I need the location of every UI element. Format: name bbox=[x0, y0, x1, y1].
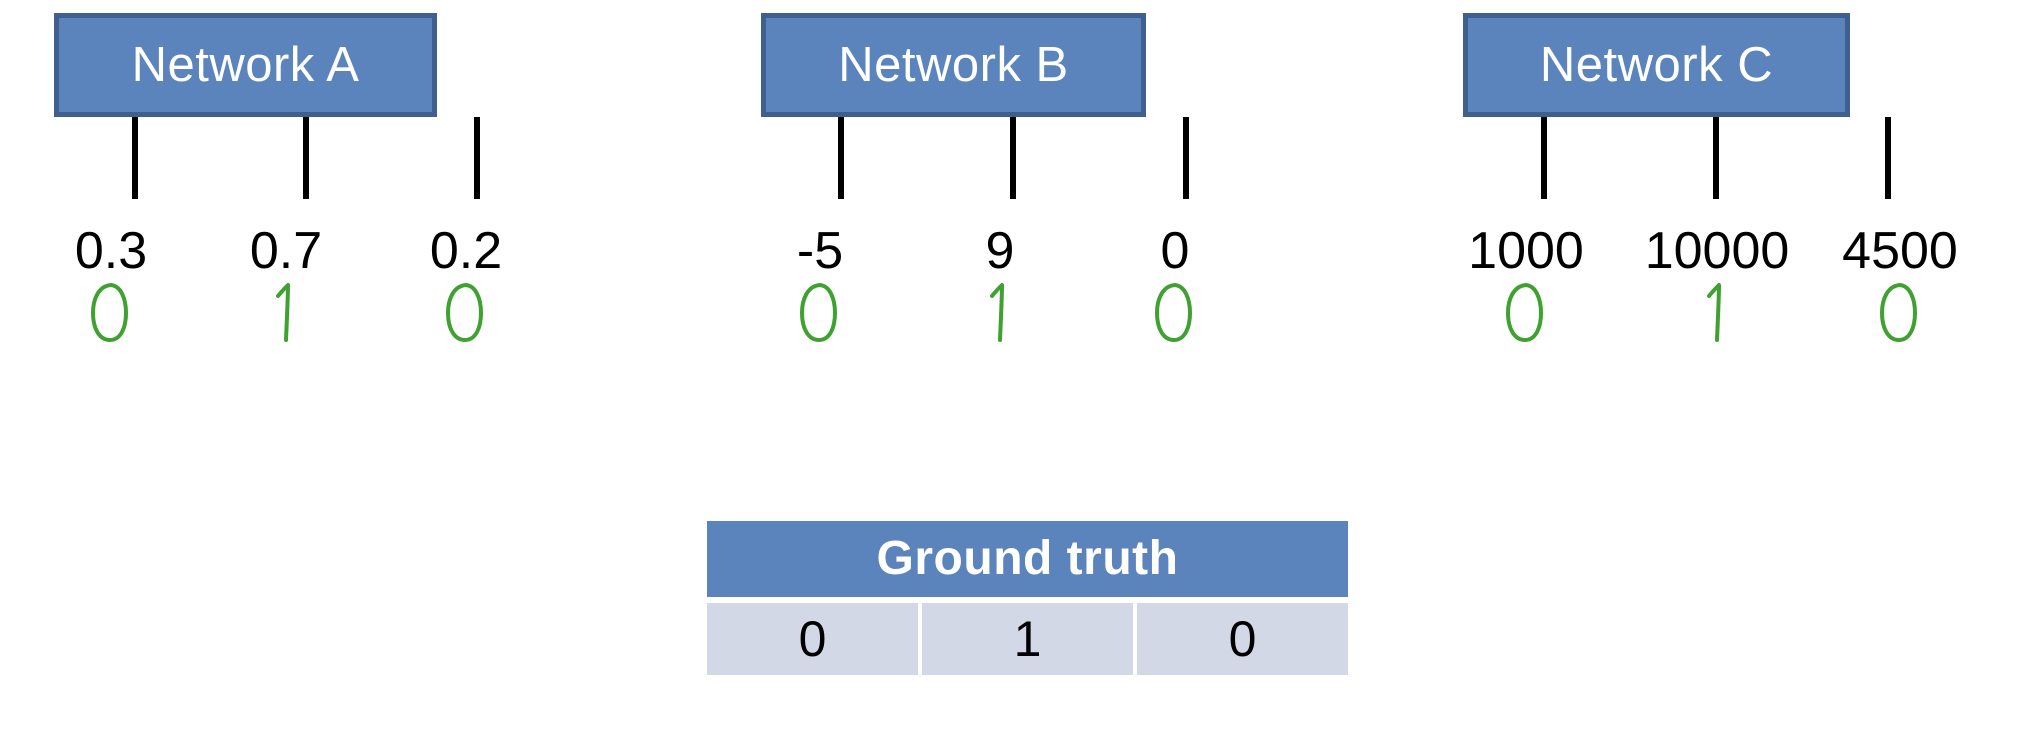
ground-truth-cell-2[interactable]: 1 bbox=[922, 603, 1133, 675]
ground-truth-table: Ground truth 0 1 0 bbox=[707, 521, 1348, 712]
output-a-3: 0.2 bbox=[429, 222, 503, 280]
ground-truth-header: Ground truth bbox=[707, 521, 1348, 597]
output-c-2: 10000 bbox=[1644, 222, 1790, 280]
connector-c-1 bbox=[1541, 117, 1547, 199]
annotation-c-1 bbox=[1496, 282, 1556, 344]
output-b-2: 9 bbox=[985, 222, 1015, 280]
connector-b-3 bbox=[1183, 117, 1189, 199]
cell-divider bbox=[918, 603, 922, 675]
annotation-c-3 bbox=[1870, 282, 1930, 344]
connector-a-3 bbox=[474, 117, 480, 199]
annotation-b-2 bbox=[970, 282, 1030, 344]
network-box-a-label: Network A bbox=[131, 37, 360, 92]
ground-truth-title: Ground truth bbox=[876, 532, 1179, 585]
ground-truth-cell-3[interactable]: 0 bbox=[1137, 603, 1348, 675]
output-c-1: 1000 bbox=[1468, 222, 1584, 280]
output-b-3: 0 bbox=[1160, 222, 1190, 280]
output-b-1: -5 bbox=[796, 222, 844, 280]
output-c-3: 4500 bbox=[1842, 222, 1958, 280]
network-box-a[interactable]: Network A bbox=[54, 13, 437, 117]
connector-c-2 bbox=[1713, 117, 1719, 199]
annotation-a-3 bbox=[436, 282, 496, 344]
network-box-c-label: Network C bbox=[1539, 37, 1774, 92]
network-box-b[interactable]: Network B bbox=[761, 13, 1146, 117]
annotation-c-2 bbox=[1687, 282, 1747, 344]
annotation-b-3 bbox=[1145, 282, 1205, 344]
output-a-2: 0.7 bbox=[249, 222, 323, 280]
annotation-a-2 bbox=[256, 282, 316, 344]
connector-b-2 bbox=[1010, 117, 1016, 199]
connector-a-2 bbox=[303, 117, 309, 199]
connector-a-1 bbox=[132, 117, 138, 199]
annotation-a-1 bbox=[81, 282, 141, 344]
network-box-c[interactable]: Network C bbox=[1463, 13, 1850, 117]
network-box-b-label: Network B bbox=[838, 37, 1069, 92]
annotation-b-1 bbox=[790, 282, 850, 344]
connector-b-1 bbox=[838, 117, 844, 199]
connector-c-3 bbox=[1885, 117, 1891, 199]
ground-truth-row: 0 1 0 bbox=[707, 603, 1348, 675]
cell-divider bbox=[1133, 603, 1137, 675]
output-a-1: 0.3 bbox=[74, 222, 148, 280]
ground-truth-cell-1[interactable]: 0 bbox=[707, 603, 918, 675]
